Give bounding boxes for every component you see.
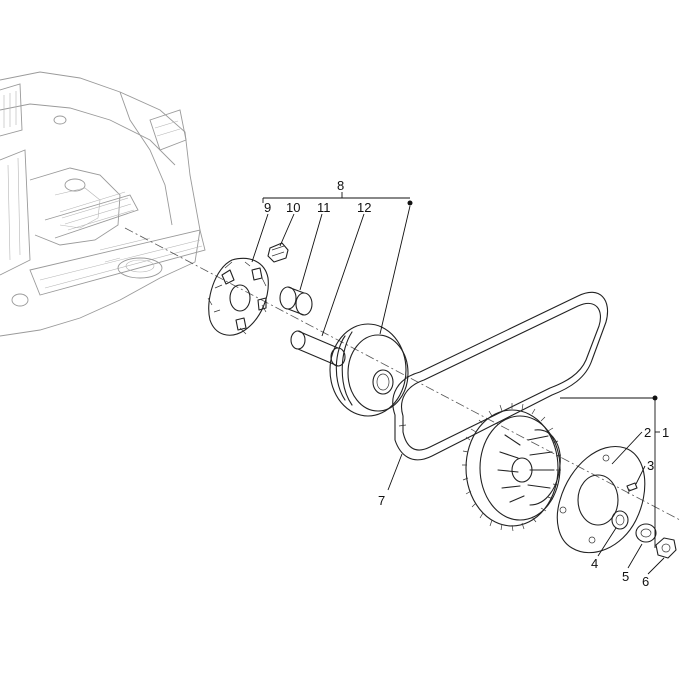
callout-labels: 8 9 10 11 12 7 1 2 3 4 5 6: [264, 178, 669, 589]
engine-crankcase-ghost: [0, 71, 206, 337]
slider-part: [267, 242, 289, 263]
screw-part: [626, 482, 638, 495]
callout-dot: [407, 200, 413, 206]
leader-lines: [251, 192, 665, 575]
callout-3: 3: [647, 458, 654, 473]
callout-9: 9: [264, 200, 271, 215]
roller-part: [279, 286, 313, 316]
drive-belt-part: [392, 291, 608, 461]
nut-part: [655, 537, 677, 559]
callout-dot: [652, 395, 658, 401]
fan-cover-part: [556, 446, 646, 554]
callout-4: 4: [591, 556, 598, 571]
driving-half-pulley-part: [329, 323, 409, 417]
callout-12: 12: [357, 200, 371, 215]
ramp-plate-part: [207, 257, 269, 336]
center-axis-line: [124, 227, 681, 521]
washer-part: [635, 523, 657, 543]
callout-1: 1: [662, 425, 669, 440]
callout-8: 8: [337, 178, 344, 193]
spacer-washer-part: [611, 510, 629, 530]
variator-fan-pulley-part: [462, 403, 562, 532]
callout-5: 5: [622, 569, 629, 584]
bushing-part: [290, 330, 346, 367]
callout-7: 7: [378, 493, 385, 508]
callout-6: 6: [642, 574, 649, 589]
callout-11: 11: [317, 200, 331, 215]
callout-10: 10: [286, 200, 300, 215]
callout-2: 2: [644, 425, 651, 440]
